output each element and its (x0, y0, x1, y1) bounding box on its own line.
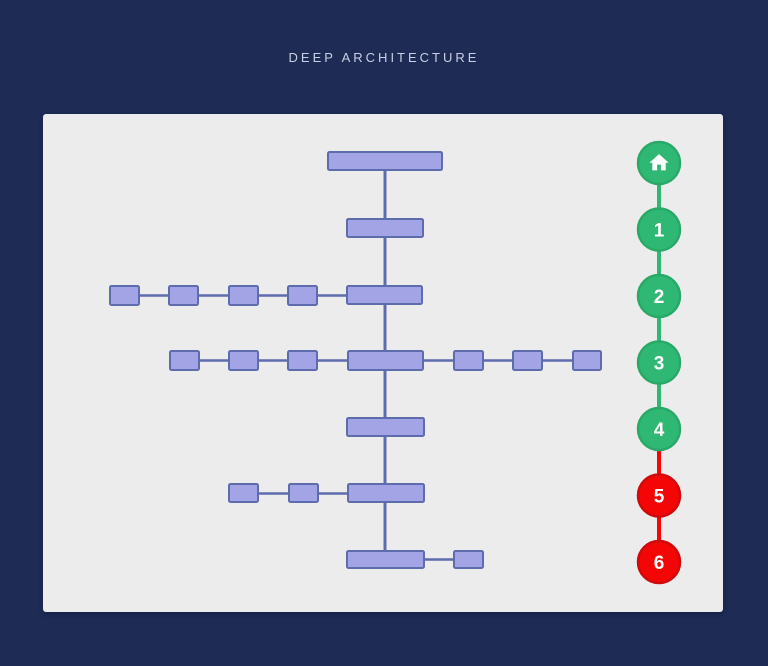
depth-badge-6 (636, 539, 682, 585)
tree-node-level-5 (228, 483, 259, 503)
depth-badge-3 (636, 340, 682, 385)
home-icon (649, 154, 669, 171)
tree-node-level-3 (287, 350, 318, 371)
depth-badge-label-4: 4 (654, 420, 665, 441)
tree-node-level-5 (288, 483, 319, 503)
tree-node-level-2 (109, 285, 140, 306)
depth-badge-4 (636, 406, 682, 452)
depth-badge-label-3: 3 (654, 353, 665, 374)
depth-badge-label-1: 1 (654, 220, 665, 241)
tree-node-level-6 (346, 550, 425, 569)
architecture-diagram: 1 2 3 4 5 6 (109, 140, 682, 585)
tree-node-level-1 (346, 218, 424, 238)
tree-node-level-3 (453, 350, 484, 371)
tree-node-level-3 (228, 350, 259, 371)
tree-node-level-3 (169, 350, 200, 371)
depth-badge-5 (636, 473, 682, 518)
depth-badge-1 (636, 207, 682, 252)
tree-node-level-3 (512, 350, 543, 371)
tree-node-level-2 (228, 285, 259, 306)
tree-node-level-0 (327, 151, 443, 171)
depth-badge-2 (636, 273, 682, 319)
depth-badge-label-6: 6 (654, 553, 665, 574)
depth-badge-label-2: 2 (654, 287, 665, 308)
page-title: DEEP ARCHITECTURE (288, 50, 480, 65)
depth-badge-label-5: 5 (654, 486, 665, 507)
tree-node-level-5 (347, 483, 425, 503)
architecture-panel: 1 2 3 4 5 6 (43, 114, 723, 612)
tree-node-level-2 (168, 285, 199, 306)
tree-node-level-4 (346, 417, 425, 437)
tree-node-level-3 (347, 350, 424, 371)
tree-node-level-3 (572, 350, 602, 371)
tree-node-level-2 (346, 285, 423, 305)
tree-node-level-6 (453, 550, 484, 569)
tree-node-level-2 (287, 285, 318, 306)
